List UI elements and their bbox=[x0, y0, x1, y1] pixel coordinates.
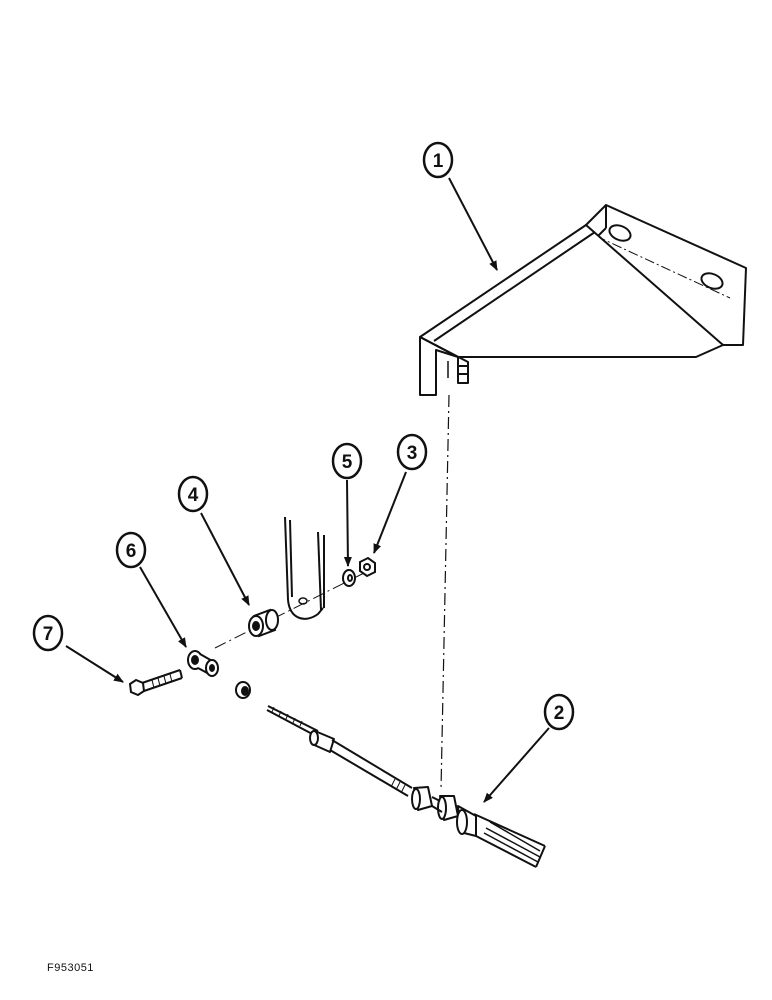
callout-2: 2 bbox=[543, 693, 575, 731]
leader-5 bbox=[343, 479, 352, 567]
callout-3: 3 bbox=[396, 433, 428, 471]
part-3-nut bbox=[359, 556, 376, 578]
callout-5: 5 bbox=[331, 442, 363, 480]
jam-nut bbox=[235, 681, 251, 699]
lever-arm bbox=[284, 516, 325, 620]
callout-5-label: 5 bbox=[342, 452, 353, 473]
callout-7-label: 7 bbox=[43, 624, 54, 645]
callout-4: 4 bbox=[177, 475, 209, 513]
part-6-rod-end bbox=[187, 650, 219, 677]
part-2-cable bbox=[266, 705, 546, 868]
callout-7: 7 bbox=[32, 614, 64, 652]
assembly-line-hardware bbox=[214, 569, 371, 649]
leader-4 bbox=[200, 512, 250, 606]
part-5-washer bbox=[342, 569, 356, 587]
leader-3 bbox=[373, 471, 407, 554]
leader-6 bbox=[139, 566, 187, 648]
callout-4-label: 4 bbox=[188, 485, 199, 506]
callout-6-label: 6 bbox=[126, 541, 137, 562]
leader-arrows bbox=[65, 177, 550, 803]
part-1-bracket bbox=[419, 204, 747, 396]
callout-6: 6 bbox=[115, 531, 147, 569]
assembly-line-bracket bbox=[440, 394, 450, 791]
figure-code: F953051 bbox=[47, 962, 94, 974]
leader-1 bbox=[448, 177, 498, 271]
callout-1: 1 bbox=[422, 141, 454, 179]
callout-2-label: 2 bbox=[554, 703, 565, 724]
part-7-bolt bbox=[128, 669, 183, 697]
leader-2 bbox=[483, 727, 550, 803]
callout-3-label: 3 bbox=[407, 443, 418, 464]
part-4-bushing bbox=[248, 608, 279, 638]
leader-7 bbox=[65, 645, 124, 683]
callout-1-label: 1 bbox=[433, 151, 444, 172]
